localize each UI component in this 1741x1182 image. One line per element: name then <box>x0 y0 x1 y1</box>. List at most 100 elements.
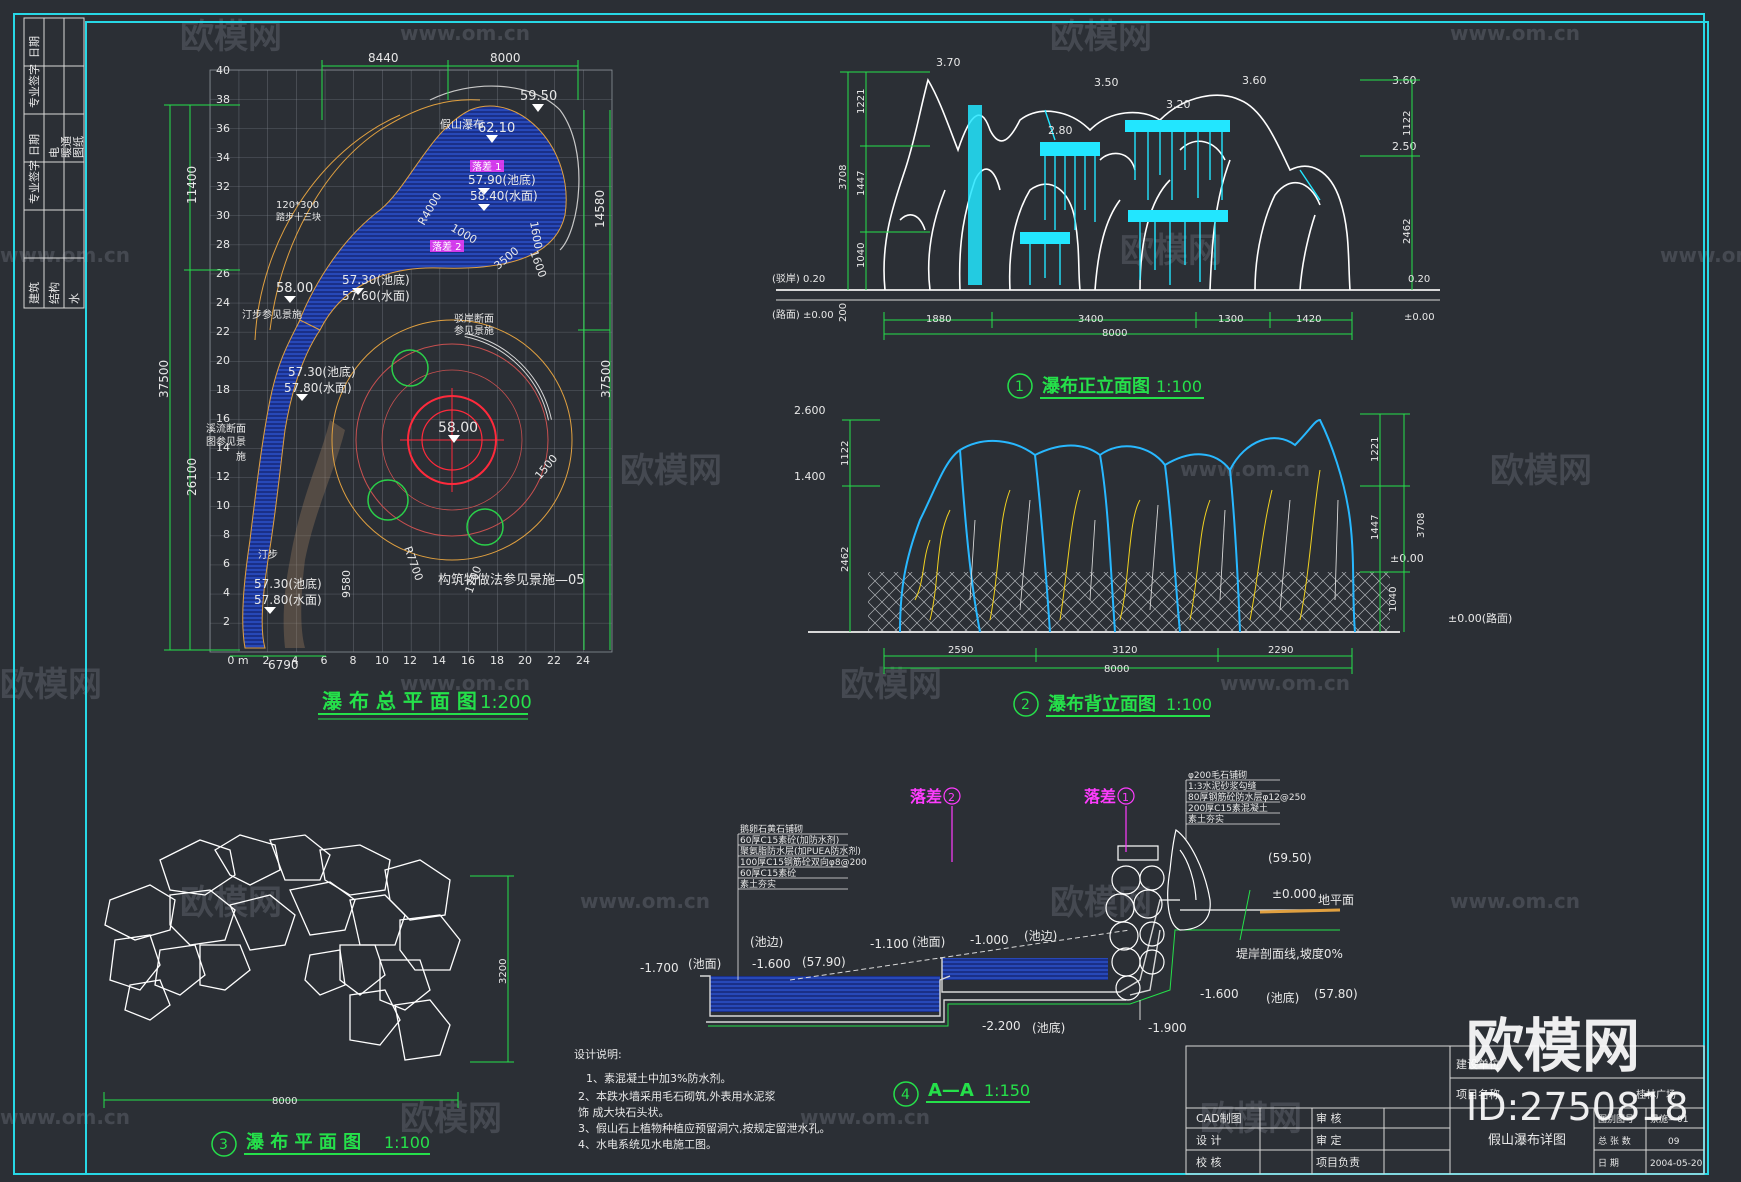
watermark-url: www.om.cn <box>0 243 130 267</box>
section-layer-notes-right: φ200毛石铺砌 1:3水泥砂浆勾缝 80厚钢筋砼防水层φ12@250 200厚… <box>1185 769 1306 840</box>
svg-text:20: 20 <box>216 354 230 367</box>
svg-text:3.70: 3.70 <box>936 56 961 69</box>
svg-text:1: 1 <box>1122 791 1129 804</box>
svg-text:(池底): (池底) <box>1032 1020 1065 1035</box>
svg-text:(57.90): (57.90) <box>802 955 846 969</box>
svg-text:1122: 1122 <box>1402 111 1413 136</box>
svg-text:59.50: 59.50 <box>520 89 557 104</box>
svg-text:200厚C15素混凝土: 200厚C15素混凝土 <box>1188 802 1268 814</box>
back-dimensions <box>842 413 1410 674</box>
svg-text:2: 2 <box>1021 697 1030 713</box>
svg-text:24: 24 <box>216 296 230 309</box>
watermark-url: www.om.cn <box>400 671 530 695</box>
svg-text:ID:2750818: ID:2750818 <box>1466 1085 1689 1129</box>
svg-text:8000: 8000 <box>490 51 521 65</box>
svg-text:2290: 2290 <box>1268 645 1293 656</box>
svg-text:-1.900: -1.900 <box>1148 1021 1187 1035</box>
svg-text:60厚C15素砼(加防水剂): 60厚C15素砼(加防水剂) <box>740 834 839 846</box>
watermark-text: 欧模网 <box>400 1099 502 1139</box>
svg-text:(路面) ±0.00: (路面) ±0.00 <box>772 308 834 321</box>
watermark-text: 欧模网 <box>620 451 722 491</box>
svg-text:1:150: 1:150 <box>984 1081 1030 1100</box>
svg-text:37500: 37500 <box>157 360 171 398</box>
back-rock-mass <box>899 418 1356 633</box>
section-pool-upper <box>942 958 1108 980</box>
svg-text:总 张 数: 总 张 数 <box>1598 1135 1631 1147</box>
plan-dimensions <box>164 60 611 657</box>
svg-text:瀑布背立面图: 瀑布背立面图 <box>1048 693 1156 715</box>
svg-text:12: 12 <box>403 654 417 667</box>
svg-text:57.60(水面): 57.60(水面) <box>342 289 410 303</box>
strip-label: 日期 <box>28 36 41 58</box>
svg-text:(池面): (池面) <box>688 957 721 971</box>
svg-text:(池边): (池边) <box>750 935 783 949</box>
svg-text:10: 10 <box>375 654 389 667</box>
front-elevation: 3.70 3.50 3.20 3.60 3.60 2.80 2.50 <box>772 56 1440 399</box>
svg-text:瀑 布 平 面 图: 瀑 布 平 面 图 <box>246 1131 361 1153</box>
strip-label: 建筑 <box>27 282 41 304</box>
section-layer-notes-left: 鹅卵石黄石铺砌 60厚C15素砼(加防水剂) 聚氨脂防水层(加PUEA防水剂) … <box>737 823 867 980</box>
front-title: 1 瀑布正立面图 1:100 <box>1007 373 1204 399</box>
svg-text:2.50: 2.50 <box>1392 140 1417 153</box>
svg-text:校 核: 校 核 <box>1196 1155 1222 1169</box>
svg-text:26100: 26100 <box>185 458 199 496</box>
svg-text:(池边): (池边) <box>1024 929 1057 943</box>
svg-text:2462: 2462 <box>840 547 851 572</box>
svg-text:18: 18 <box>216 383 230 396</box>
strip-label: 暖通 <box>60 136 73 158</box>
svg-text:图参见景: 图参见景 <box>206 435 246 448</box>
svg-text:2.80: 2.80 <box>1048 124 1073 137</box>
svg-text:200: 200 <box>838 303 849 322</box>
watermark-text: 欧模网 <box>1050 17 1152 57</box>
svg-text:-1.000: -1.000 <box>970 933 1009 947</box>
svg-text:1221: 1221 <box>856 89 867 114</box>
section-title: 4 A—A 1:150 <box>893 1080 1030 1107</box>
svg-text:8000: 8000 <box>1102 328 1127 339</box>
svg-text:驳岸断面: 驳岸断面 <box>454 312 494 325</box>
watermark-url: www.om.cn <box>800 1105 930 1129</box>
svg-text:设 计: 设 计 <box>1196 1134 1222 1147</box>
svg-text:日 期: 日 期 <box>1598 1158 1619 1169</box>
watermark-url: www.om.cn <box>1660 243 1741 267</box>
watermark-text: 欧模网 <box>180 883 282 923</box>
watermark-url: www.om.cn <box>1220 671 1350 695</box>
svg-text:饰 成大块石头状。: 饰 成大块石头状。 <box>578 1105 670 1119</box>
svg-text:1880: 1880 <box>926 314 951 325</box>
svg-text:1221: 1221 <box>1370 437 1381 462</box>
svg-text:8: 8 <box>350 654 357 667</box>
svg-text:80厚钢筋砼防水层φ12@250: 80厚钢筋砼防水层φ12@250 <box>1188 791 1306 803</box>
svg-text:1:3水泥砂浆勾缝: 1:3水泥砂浆勾缝 <box>1188 780 1257 792</box>
svg-text:1:200: 1:200 <box>480 692 532 713</box>
plan-path-outline <box>269 99 481 331</box>
svg-text:项目负责: 项目负责 <box>1316 1155 1360 1169</box>
logo-watermark: 欧模网 ID:2750818 <box>1466 1012 1689 1129</box>
rock-plan: 8000 3200 3 瀑 布 平 面 图 1:100 <box>103 834 514 1157</box>
svg-text:4: 4 <box>223 586 230 599</box>
watermark-text: 欧模网 <box>1200 1099 1302 1139</box>
svg-text:欧模网: 欧模网 <box>1466 1012 1640 1080</box>
svg-text:26: 26 <box>216 267 230 280</box>
rock-plan-title: 3 瀑 布 平 面 图 1:100 <box>211 1131 430 1157</box>
svg-text:地平面: 地平面 <box>1318 893 1354 907</box>
svg-text:1040: 1040 <box>856 243 867 268</box>
watermark-text: 欧模网 <box>840 665 942 705</box>
left-signature-strip: 日期 专业签字 日期 专业签字 建筑 结构 水 电 暖通 图纸 <box>23 17 85 309</box>
svg-text:4: 4 <box>901 1087 910 1103</box>
strip-label: 专业签字 <box>27 64 41 108</box>
svg-text:(57.80): (57.80) <box>1314 987 1358 1001</box>
plan-y-ticks: 40 38 36 34 32 30 28 26 24 22 20 18 16 1… <box>216 64 230 628</box>
section-pool-lower <box>710 976 940 1012</box>
waterfall-site-plan: 40 38 36 34 32 30 28 26 24 22 20 18 16 1… <box>157 51 613 720</box>
svg-text:1、素混凝土中加3%防水剂。: 1、素混凝土中加3%防水剂。 <box>586 1071 731 1085</box>
plan-circular-plaza <box>331 319 573 561</box>
svg-text:汀步: 汀步 <box>258 549 278 561</box>
plan-rock-outline <box>429 85 580 251</box>
svg-text:汀步参见景施: 汀步参见景施 <box>242 308 302 321</box>
svg-text:(池底): (池底) <box>1266 990 1299 1005</box>
svg-text:-1.700: -1.700 <box>640 961 679 975</box>
svg-text:鹅卵石黄石铺砌: 鹅卵石黄石铺砌 <box>740 823 803 835</box>
svg-text:16: 16 <box>461 654 475 667</box>
svg-text:22: 22 <box>216 325 230 338</box>
svg-text:3.50: 3.50 <box>1094 76 1119 89</box>
svg-text:±0.00(路面): ±0.00(路面) <box>1448 612 1512 625</box>
